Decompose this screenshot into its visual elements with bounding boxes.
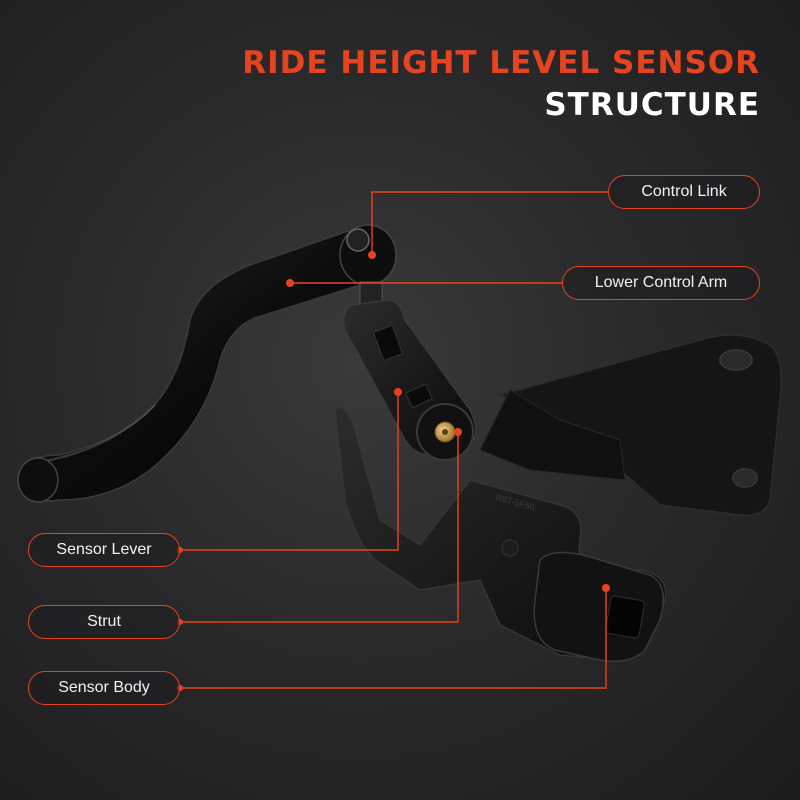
strut-leader [180, 432, 459, 623]
label-control-link: Control Link [608, 175, 760, 209]
sensor-lever-leader [180, 392, 399, 551]
title-main: RIDE HEIGHT LEVEL SENSOR [242, 45, 760, 81]
strut-dot [454, 428, 462, 436]
sensor-body: R8T-5F50 [334, 406, 667, 662]
control-link-dot [368, 251, 376, 259]
control-link-arm [17, 224, 397, 503]
label-strut: Strut [28, 605, 180, 639]
label-lower-control-arm: Lower Control Arm [562, 266, 760, 300]
sensor-lever-dot [394, 388, 402, 396]
title-sub: STRUCTURE [544, 87, 760, 123]
control-link-leader [371, 191, 608, 255]
sensor-body-leader [180, 588, 607, 689]
callout-lines [180, 191, 608, 689]
sensor-body-dot [602, 584, 610, 592]
mounting-bracket [479, 334, 782, 517]
lower-control-arm-dot [286, 279, 294, 287]
label-sensor-body: Sensor Body [28, 671, 180, 705]
label-sensor-lever: Sensor Lever [28, 533, 180, 567]
title-block: RIDE HEIGHT LEVEL SENSOR STRUCTURE [242, 42, 760, 126]
